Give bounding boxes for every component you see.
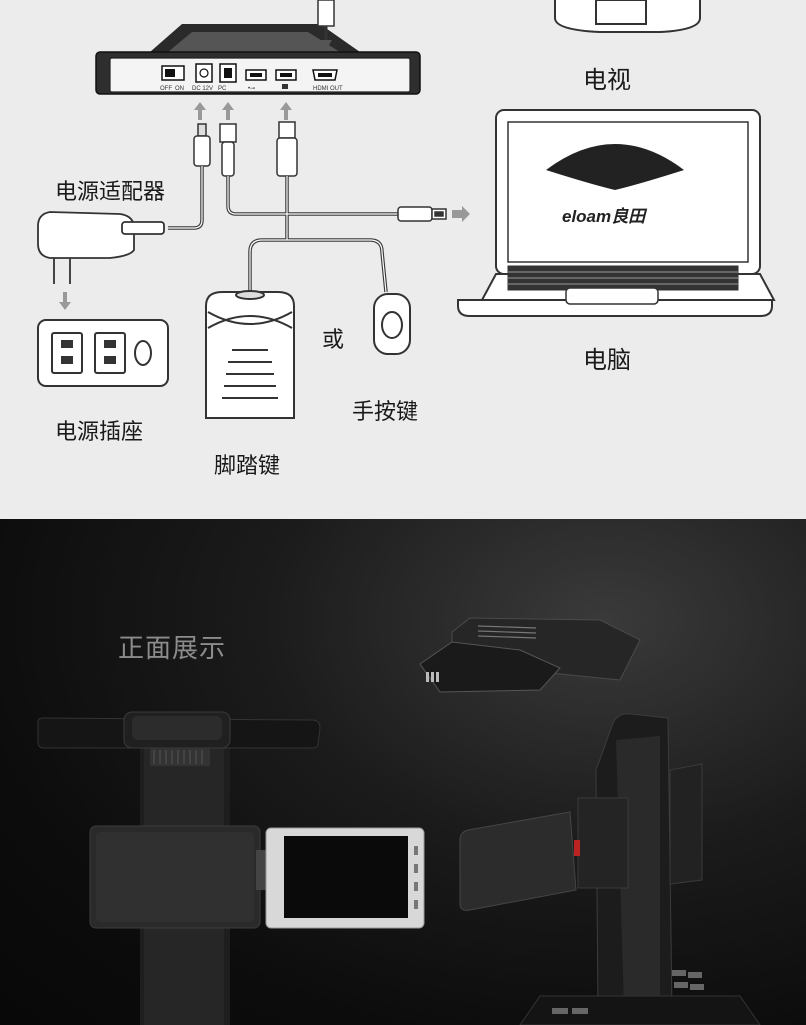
label-power-outlet: 电源插座 xyxy=(55,420,144,445)
power-outlet-icon xyxy=(37,319,169,387)
scanner-product-image xyxy=(37,617,761,1025)
label-foot-pedal: 脚踏键 xyxy=(214,454,281,479)
eloam-logo-icon xyxy=(546,144,684,190)
laptop-icon xyxy=(457,109,776,317)
off-label: OFF xyxy=(160,86,172,92)
arrow-to-computer-icon xyxy=(452,206,470,222)
front-scanner-icon xyxy=(37,711,425,1025)
camera-icon xyxy=(282,84,288,89)
usb-plug-icon xyxy=(397,206,447,222)
product-showcase xyxy=(0,519,806,1025)
on-label: ON xyxy=(175,86,184,92)
brand-text: eloam良田 xyxy=(562,207,648,226)
power-adapter-icon xyxy=(37,211,165,284)
label-hand-button: 手按键 xyxy=(352,400,419,425)
label-or: 或 xyxy=(322,328,345,353)
down-arrow-icon xyxy=(59,292,71,310)
label-computer: 电脑 xyxy=(583,346,631,374)
tv-stand-icon xyxy=(554,0,701,33)
pc-label: PC xyxy=(218,86,227,92)
label-tv: 电视 xyxy=(583,66,631,94)
angled-scanner-icon xyxy=(419,617,761,1025)
hdmi-label: HDMI OUT xyxy=(313,86,343,92)
cable-plugs xyxy=(193,121,298,177)
scanner-base: OFF ON DC 12V PC •⊸ HDMI OUT xyxy=(95,24,421,95)
cable-highlights xyxy=(168,166,398,294)
connection-arrows xyxy=(194,102,292,120)
svg-text:•⊸: •⊸ xyxy=(248,86,255,92)
dc-port-icon xyxy=(195,63,213,83)
connection-diagram: OFF ON DC 12V PC •⊸ HDMI OUT xyxy=(37,0,776,419)
dc-label: DC 12V xyxy=(192,86,213,92)
hand-button-icon xyxy=(373,293,411,355)
label-power-adapter: 电源适配器 xyxy=(55,180,166,205)
hdmi-cable xyxy=(317,0,335,50)
section-title: 正面展示 xyxy=(118,634,227,664)
foot-pedal-icon xyxy=(205,290,295,419)
